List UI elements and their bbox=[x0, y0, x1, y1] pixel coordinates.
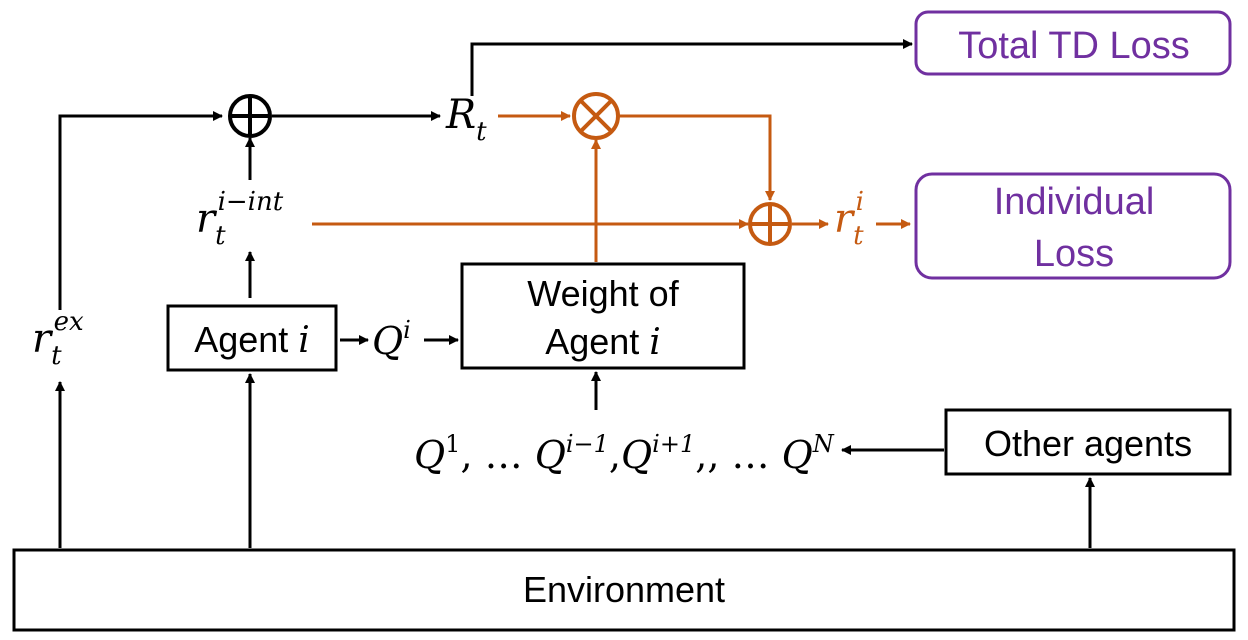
total-td-loss-box: Total TD Loss bbox=[914, 10, 1232, 76]
agent-i-label: Agent i bbox=[194, 319, 310, 361]
weight-box: Weight of Agent i bbox=[460, 262, 746, 370]
agent-i-box: Agent i bbox=[166, 304, 338, 372]
other-q-list: Q1, … Qi−1,Qi+1,, … QN bbox=[414, 430, 835, 477]
individual-loss-label-line2: Loss bbox=[1034, 233, 1114, 275]
individual-loss-box: Individual Loss bbox=[914, 172, 1232, 280]
times-operator bbox=[572, 92, 620, 140]
environment-label: Environment bbox=[523, 569, 725, 610]
individual-loss-label-line1: Individual bbox=[994, 181, 1155, 223]
plus-operator bbox=[228, 94, 272, 138]
other-agents-label: Other agents bbox=[984, 423, 1192, 464]
environment-box: Environment bbox=[12, 548, 1236, 632]
weight-label-line1: Weight of bbox=[527, 273, 679, 314]
weight-label-line2: Agent i bbox=[545, 321, 661, 363]
oplus-operator bbox=[748, 202, 792, 246]
orange-connectors bbox=[312, 111, 911, 262]
arrow-rex-to-plus bbox=[58, 111, 223, 310]
Q-i-label: Qi bbox=[372, 316, 411, 363]
total-td-loss-label: Total TD Loss bbox=[958, 25, 1190, 67]
black-connectors bbox=[55, 39, 1095, 548]
r-i-label: rti bbox=[834, 187, 864, 251]
other-agents-box: Other agents bbox=[944, 408, 1232, 476]
R-t-label: Rt bbox=[445, 92, 487, 147]
arrow-R-to-totaltd bbox=[470, 39, 913, 96]
r-ex-label: rtex bbox=[32, 307, 84, 371]
arrow-times-to-oplus bbox=[618, 114, 775, 201]
r-int-label: rti−int bbox=[196, 187, 284, 251]
